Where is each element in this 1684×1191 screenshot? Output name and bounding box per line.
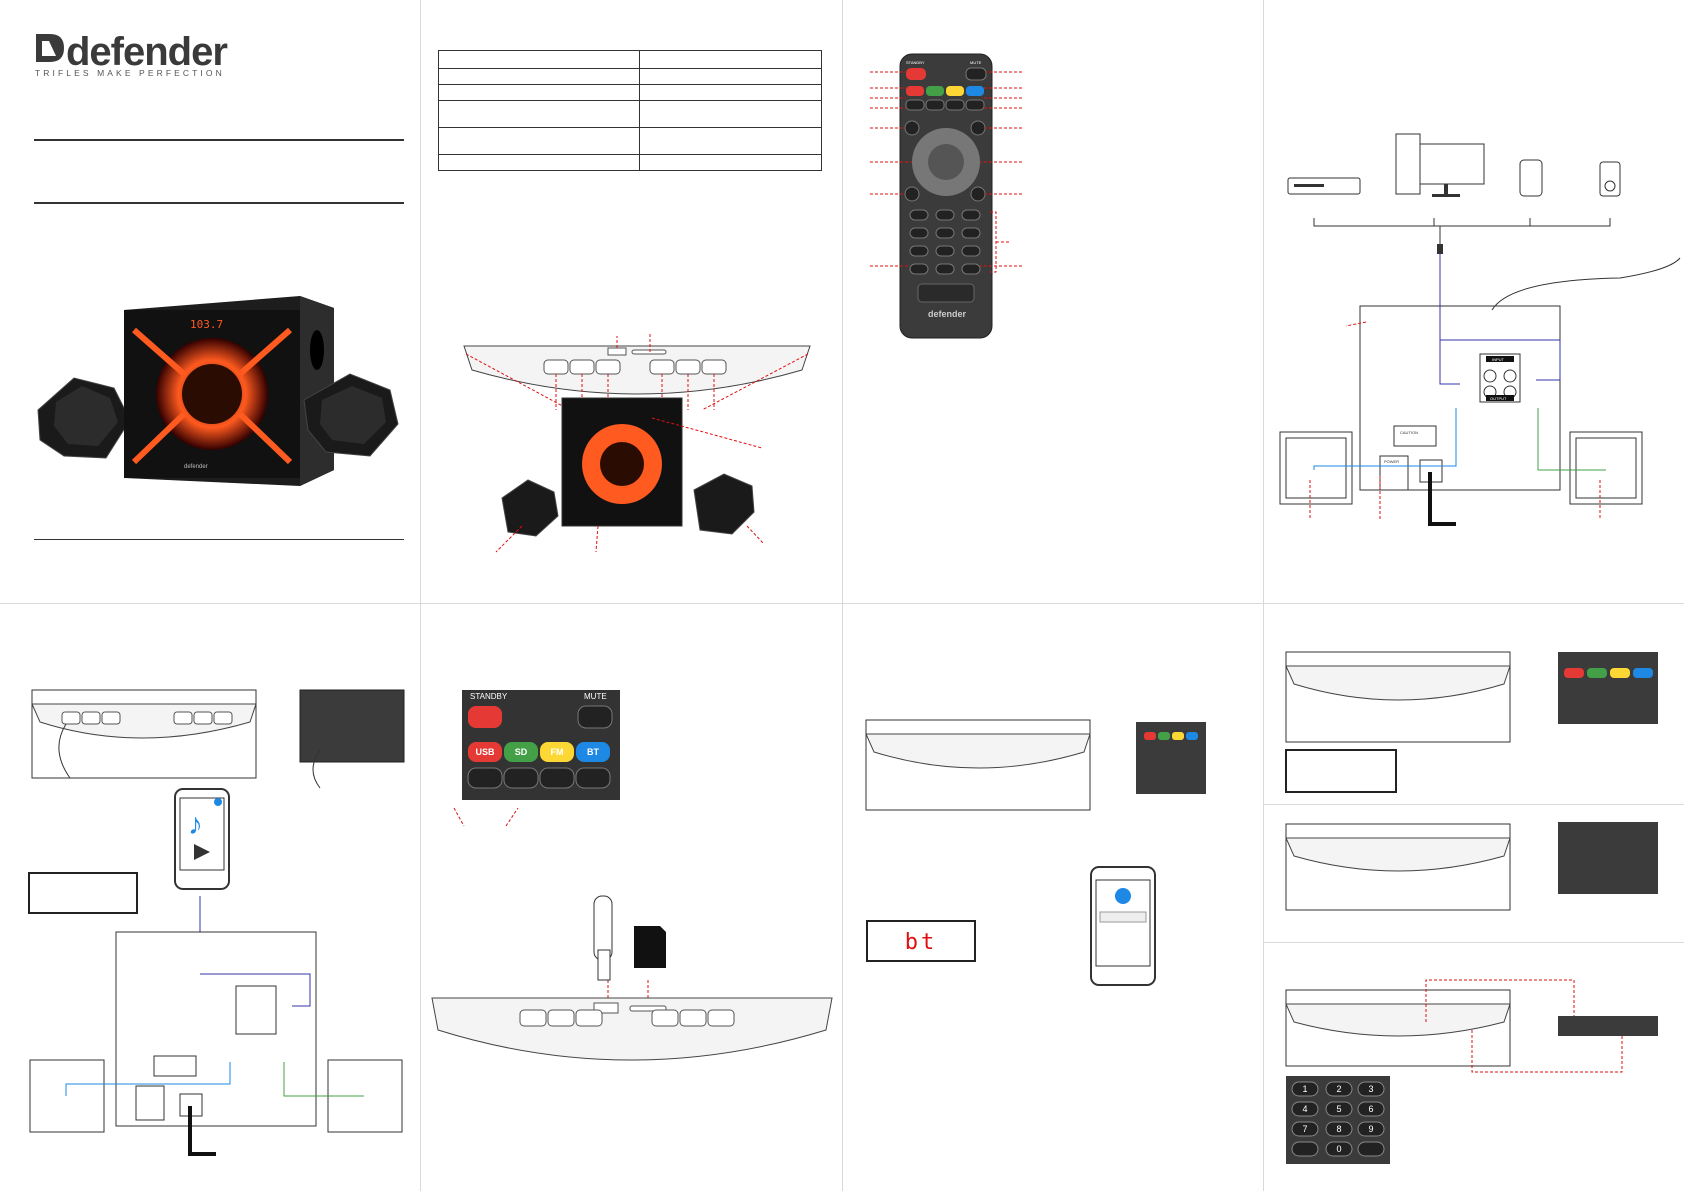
- fm-panel-diagram: [1285, 651, 1658, 1100]
- smartphone-icon: ♪: [174, 788, 230, 890]
- svg-text:defender: defender: [184, 464, 208, 470]
- lcd-display: [28, 872, 138, 914]
- svg-text:5: 5: [1336, 1104, 1341, 1114]
- svg-text:4: 4: [1302, 1104, 1307, 1114]
- svg-text:1: 1: [1302, 1084, 1307, 1094]
- remote-standby-label: STANDBY: [470, 692, 508, 701]
- brand-tagline: TRIFLES MAKE PERFECTION: [35, 68, 225, 78]
- remote-mute-label: MUTE: [584, 692, 607, 701]
- row-divider: [1263, 804, 1684, 805]
- bt-lcd-display: bt: [866, 920, 976, 962]
- svg-text:CAUTION: CAUTION: [1400, 430, 1418, 435]
- footer-rule: [34, 539, 404, 540]
- speaker-system-image: 103.7 defender: [37, 296, 399, 486]
- play-icon: [194, 844, 210, 860]
- bluetooth-icon: [214, 798, 222, 806]
- remote-closeup: [462, 690, 620, 800]
- remote-sd-label: SD: [514, 747, 528, 757]
- svg-text:2: 2: [1336, 1084, 1341, 1094]
- column-divider: [1263, 0, 1264, 1191]
- remote-button-standby: [906, 68, 926, 80]
- aux-panel-diagram: [31, 689, 405, 789]
- connection-diagram: INPUT OUTPUT CAUTION POWER: [1279, 133, 1681, 526]
- pc-icon: [1395, 133, 1485, 197]
- aux-rear-diagram: [29, 896, 403, 1156]
- music-note-icon: ♪: [188, 808, 203, 841]
- row-divider: [1263, 942, 1684, 943]
- svg-text:3: 3: [1368, 1084, 1373, 1094]
- svg-text:POWER: POWER: [1384, 459, 1399, 464]
- brand-name: defender: [66, 30, 228, 74]
- svg-text:7: 7: [1302, 1124, 1307, 1134]
- remote-usb-label: USB: [475, 747, 495, 757]
- bluetooth-icon: [1115, 888, 1131, 904]
- usb-flash-icon: [593, 895, 613, 981]
- spec-table: [438, 50, 822, 171]
- column-divider: [842, 0, 843, 1191]
- svg-text:OUTPUT: OUTPUT: [1490, 396, 1507, 401]
- sd-card-icon: [634, 926, 666, 968]
- svg-text:8: 8: [1336, 1124, 1341, 1134]
- row-divider: [0, 603, 1684, 604]
- remote-fm-label: FM: [550, 747, 564, 757]
- display-readout: 103.7: [190, 318, 223, 331]
- svg-text:6: 6: [1368, 1104, 1373, 1114]
- svg-text:STANDBY: STANDBY: [906, 60, 925, 65]
- front-panel-diagram: [463, 332, 811, 553]
- number-keypad: 1 2 3 4 5 6 7 8 9 0: [1286, 1076, 1390, 1164]
- dvd-player-icon: [1287, 177, 1361, 195]
- column-divider: [420, 0, 421, 1191]
- remote-logo: defender: [928, 309, 967, 319]
- remote-bt-label: BT: [587, 747, 599, 757]
- remote-control-diagram: STANDBY MUTE STANDBY: [870, 53, 1022, 339]
- defender-logo-icon: [36, 34, 64, 62]
- svg-text:0: 0: [1336, 1144, 1341, 1154]
- svg-text:INPUT: INPUT: [1492, 357, 1505, 362]
- usb-sd-diagram: [431, 807, 833, 1061]
- title-rule: [34, 202, 404, 204]
- svg-text:9: 9: [1368, 1124, 1373, 1134]
- svg-text:MUTE: MUTE: [970, 60, 982, 65]
- title-rule: [34, 139, 404, 141]
- bt-smartphone-icon: [1090, 866, 1156, 986]
- mp3-player-icon: [1599, 161, 1621, 197]
- bt-panel-diagram: [865, 719, 1206, 811]
- cover-panel: defender TRIFLES MAKE PERFECTION 103.7 d…: [0, 0, 420, 603]
- phone-icon: [1519, 159, 1543, 197]
- bt-indicator: bt: [904, 930, 938, 955]
